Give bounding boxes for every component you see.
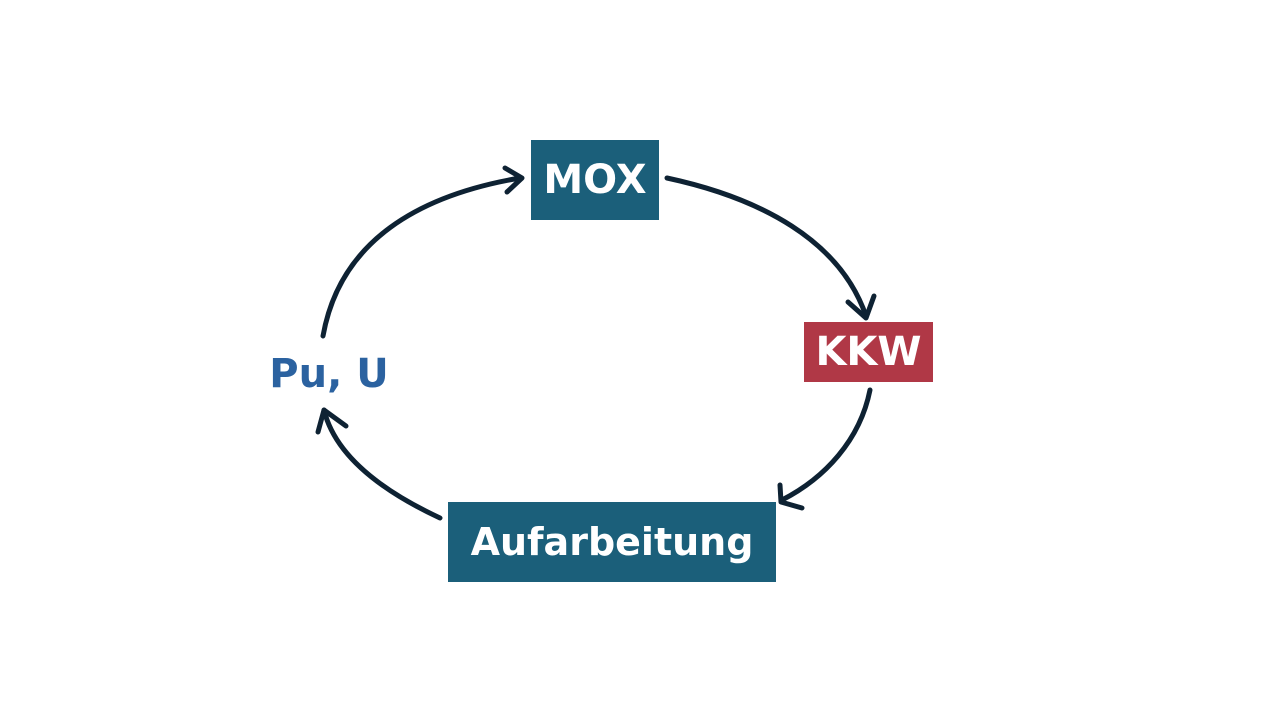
pu-u-label: Pu, U <box>269 351 389 397</box>
kkw-label: KKW <box>815 329 922 375</box>
arrow-kkw-to-aufarbeitung <box>777 387 873 511</box>
mox-box: MOX <box>531 140 659 220</box>
kkw-box: KKW <box>804 322 933 382</box>
arrow-mox-to-kkw <box>664 175 877 321</box>
aufarbeitung-label: Aufarbeitung <box>470 520 754 564</box>
mox-label: MOX <box>543 157 647 203</box>
arrow-aufarbeitung-to-pu-u <box>315 407 443 521</box>
aufarbeitung-box: Aufarbeitung <box>448 502 776 582</box>
arrow-pu-u-to-mox <box>320 165 525 339</box>
